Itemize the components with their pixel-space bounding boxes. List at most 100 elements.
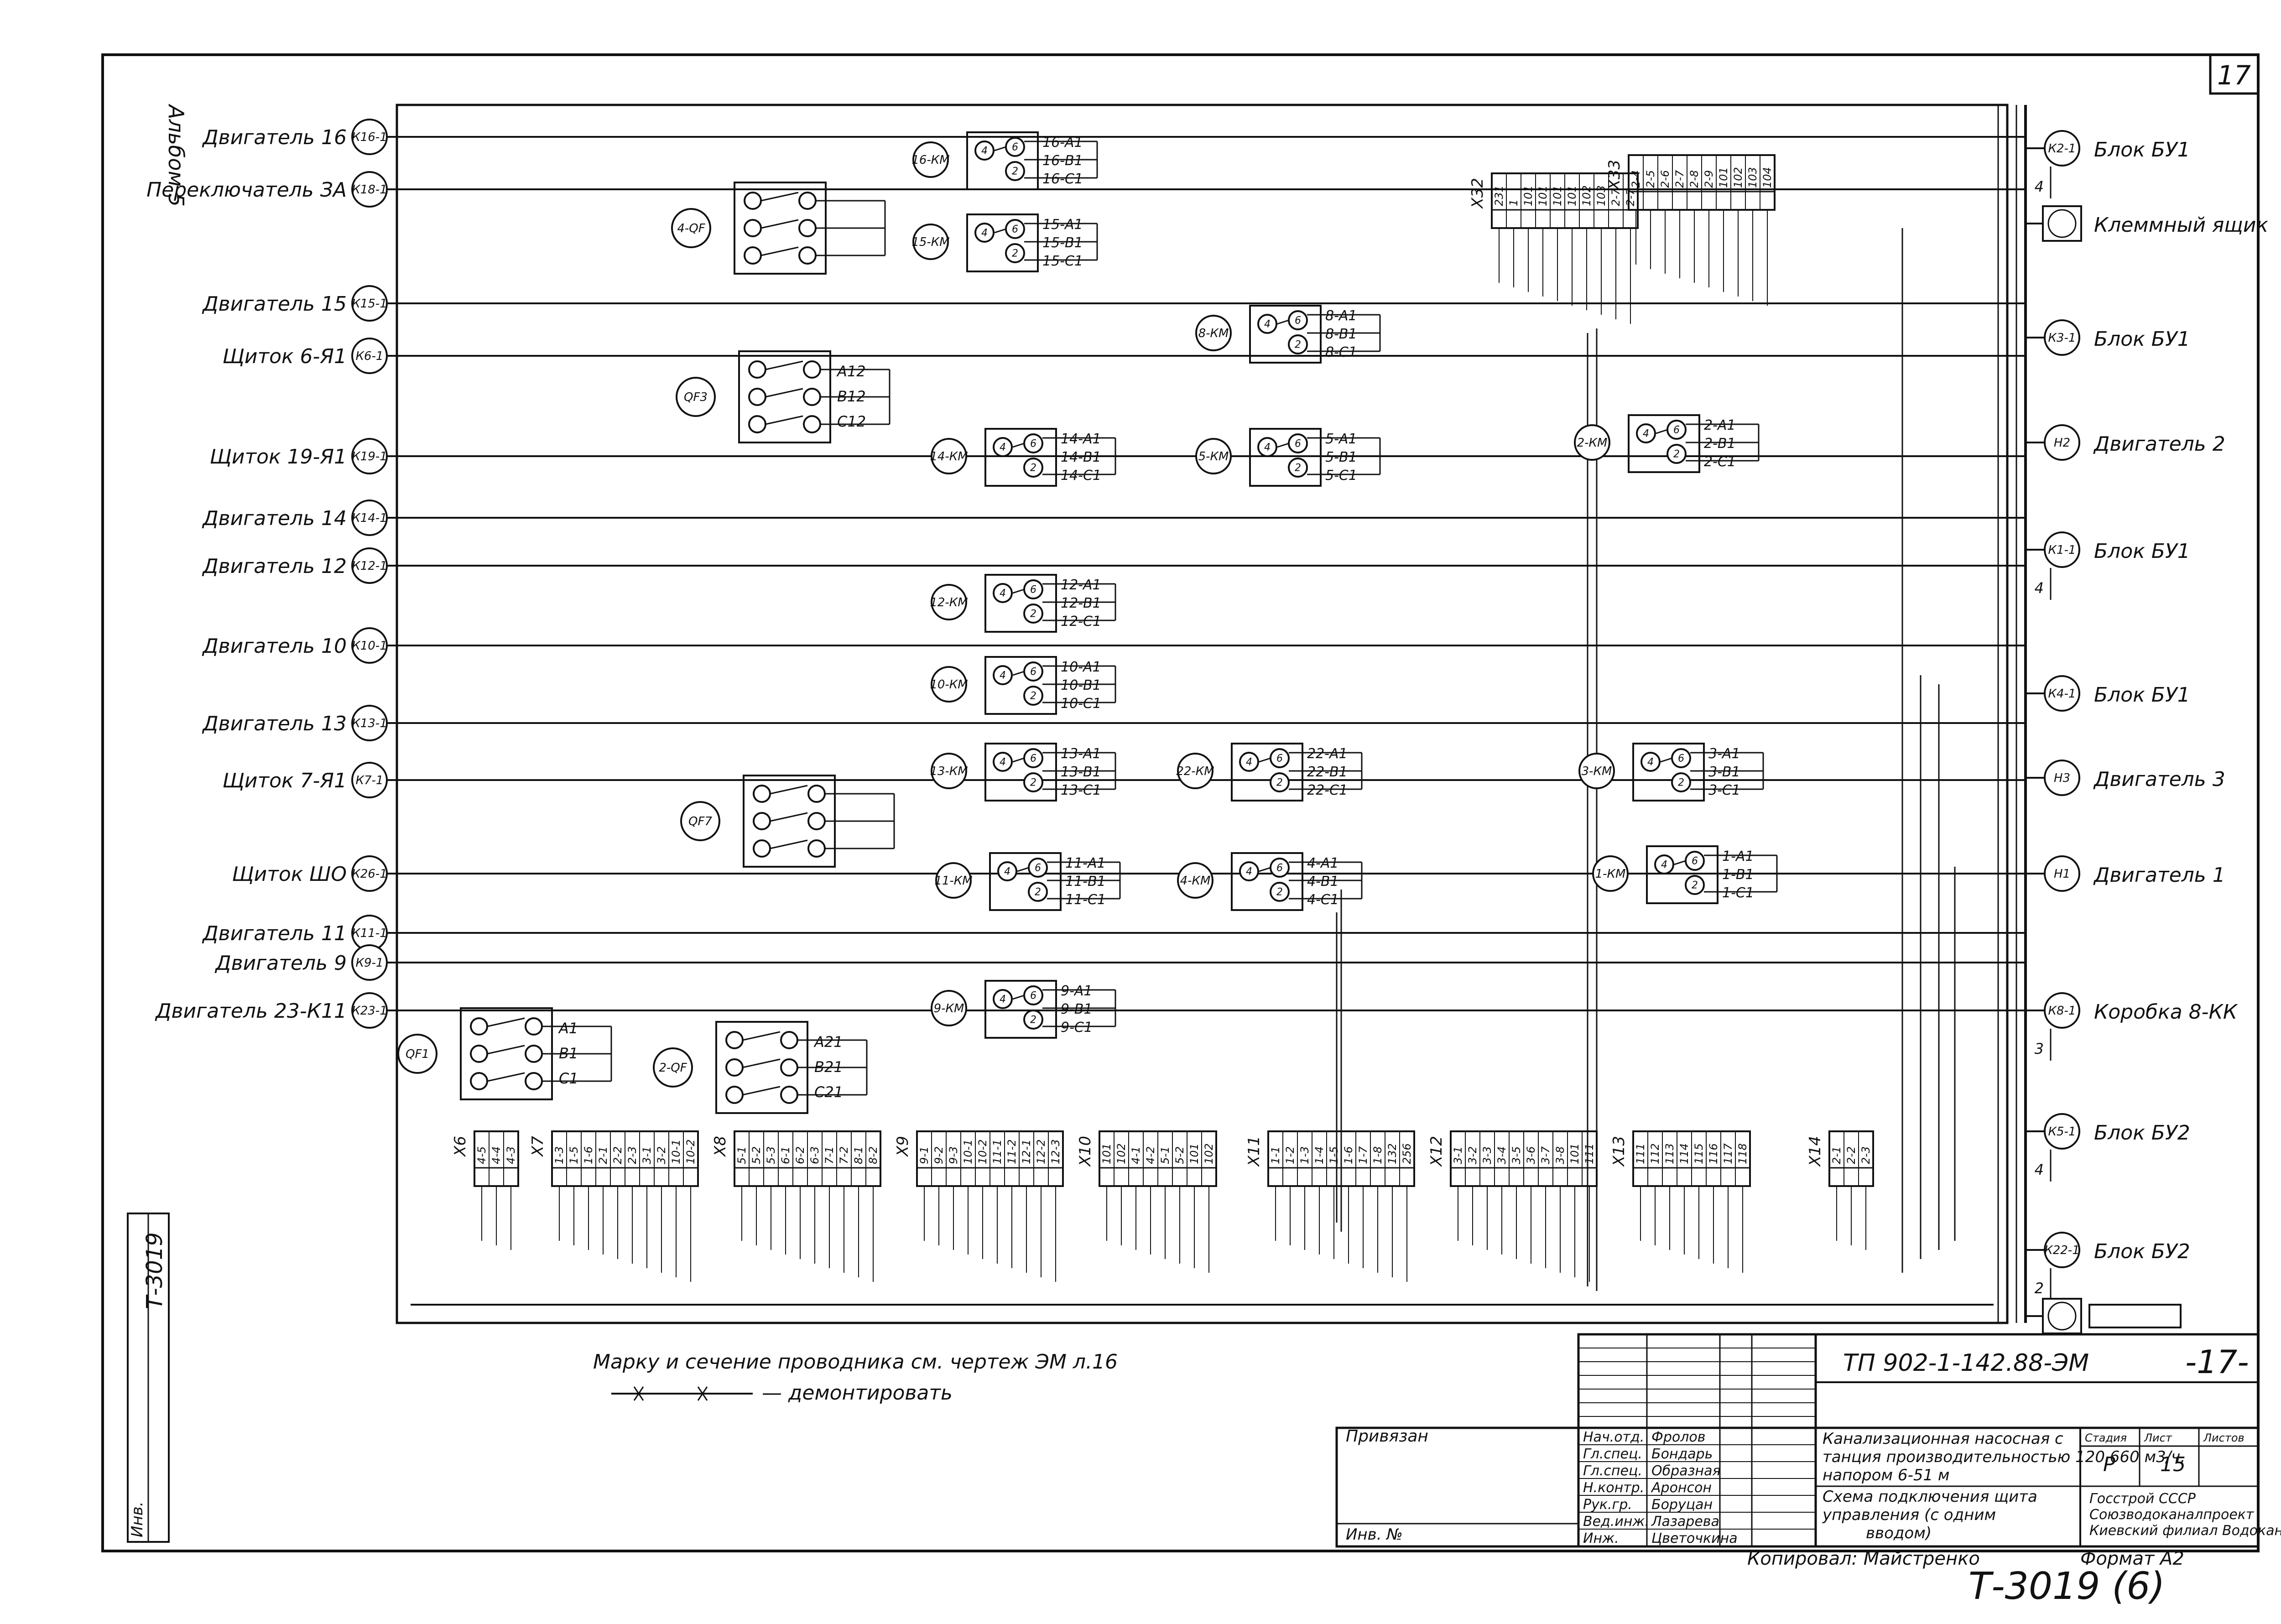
terminal-cell-label: 111 [1583,1143,1596,1164]
starter-pin-2-text: 2 [1030,609,1036,620]
terminal-cell-label: 11-2 [1005,1140,1018,1164]
breaker-in [748,415,766,433]
terminal-cell-label: 3-5 [1510,1146,1523,1164]
breaker-in [470,1072,488,1090]
starter-pin-4 [993,583,1013,603]
starter-row-label: 11-В1 [1065,874,1106,890]
tb-title-2: танция производительностью 120,660 м3/ч, [1823,1448,2185,1466]
starter-link [1012,757,1025,763]
right-node-2-text: К3-1 [2048,331,2076,345]
sheet-number: 17 [2217,60,2251,91]
starter-link [1012,588,1025,594]
left-label-6: Двигатель 12 [202,555,347,578]
breaker-in [725,1031,744,1049]
breaker-id-circle [397,1034,437,1074]
terminal-cell-label: 12-3 [1049,1140,1062,1164]
right-label-2: Блок БУ1 [2094,328,2190,351]
starter-link [1012,442,1025,448]
starter-link [1656,429,1668,434]
tb-name: Бондарь [1651,1446,1713,1462]
breaker-out [780,1086,798,1104]
starter-row-label: 12-С1 [1061,614,1101,630]
starter-row-label: 13-В1 [1061,764,1101,780]
terminal-cell-label: 101 [1536,185,1549,206]
breaker-id-circle-text: 4-QF [677,222,705,235]
terminal-cell-label: 103 [1746,167,1759,188]
breaker-0: 4-QF [671,182,886,275]
starter-pin-4 [997,861,1017,881]
starter-body [984,743,1057,802]
terminal-cell-label: 4-2 [1144,1146,1157,1164]
starter-pin-2-text: 2 [1692,880,1698,891]
starter-row-label: 1-С1 [1722,885,1754,901]
breaker-contact [770,839,808,849]
starter-body [966,131,1039,190]
breaker-in [470,1017,488,1036]
terminal-cell-label: 3-1 [641,1146,653,1164]
breaker-id-circle [676,377,716,417]
starter-pin-6-text: 6 [1035,863,1041,874]
terminal-cell-label: 101 [1568,1143,1581,1164]
starter-row-label: 10-С1 [1061,696,1101,712]
terminal-id: X9 [894,1136,912,1157]
starter-pin-4-text: 4 [1643,428,1649,440]
starter-pin-4 [993,989,1013,1009]
breaker-id-circle-text: QF7 [688,815,712,828]
starter-pin-4 [974,223,995,243]
starter-row-label: 14-С1 [1061,468,1101,484]
starter-id-circle-text: 5-КМ [1198,450,1229,463]
breaker-id-circle-text: QF1 [406,1047,429,1061]
left-label-3: Щиток 6-Я1 [223,345,347,368]
starter-body [984,656,1057,715]
starter-row-label: 4-В1 [1307,874,1339,890]
starter-id-circle [931,753,967,789]
tb-name: Цветочкина [1651,1530,1738,1546]
starter-pin-2-text: 2 [1678,777,1684,789]
breaker-in [744,246,762,265]
starter-row-label: 16-А1 [1042,135,1083,151]
terminal-id: X12 [1427,1136,1446,1167]
left-node-6-text: К12-1 [352,559,387,573]
starter-id-circle [931,584,967,620]
starter-row-label: 2-А1 [1704,417,1736,433]
breaker-in [748,388,766,406]
right-node-5 [2044,675,2080,712]
terminal-cell-label: 117 [1722,1143,1734,1164]
terminal-id: X8 [711,1136,729,1157]
left-label-11: Двигатель 11 [202,922,347,945]
starter-pin-6-text: 6 [1276,863,1283,874]
starter-link [1017,867,1029,872]
terminal-cell-label: 1-3 [553,1146,566,1164]
terminal-cell-label: 8-2 [867,1146,880,1164]
starter-pin-4 [1239,752,1259,772]
starter-pin-4 [1636,423,1656,443]
terminal-cell-label: 2-7 [1624,188,1637,206]
starter-pin-4 [1257,314,1277,334]
input-rect [2088,1304,2182,1328]
starter-pin-2-text: 2 [1276,887,1283,898]
tb-name: Боруцан [1651,1497,1713,1513]
starter-pin-4-text: 4 [1246,757,1252,768]
breaker-in [753,839,771,858]
left-node-1-text: К18-1 [352,183,387,197]
left-label-5: Двигатель 14 [202,507,347,530]
starter-row-label: 15-С1 [1042,253,1083,269]
terminal-cell-label: 118 [1736,1143,1749,1164]
breaker-in [470,1045,488,1063]
starter-row-label: 3-С1 [1708,782,1740,798]
left-node-10-text: К26-1 [352,867,387,881]
starter-pin-2 [1270,882,1290,902]
terminal-cell-label: 104 [1761,167,1774,188]
right-count-10: 2 [2035,1280,2044,1297]
starter-id-circle [1578,753,1615,789]
left-label-12: Двигатель 9 [214,952,347,975]
right-node-4 [2044,531,2080,568]
breaker-id-circle [671,208,711,248]
